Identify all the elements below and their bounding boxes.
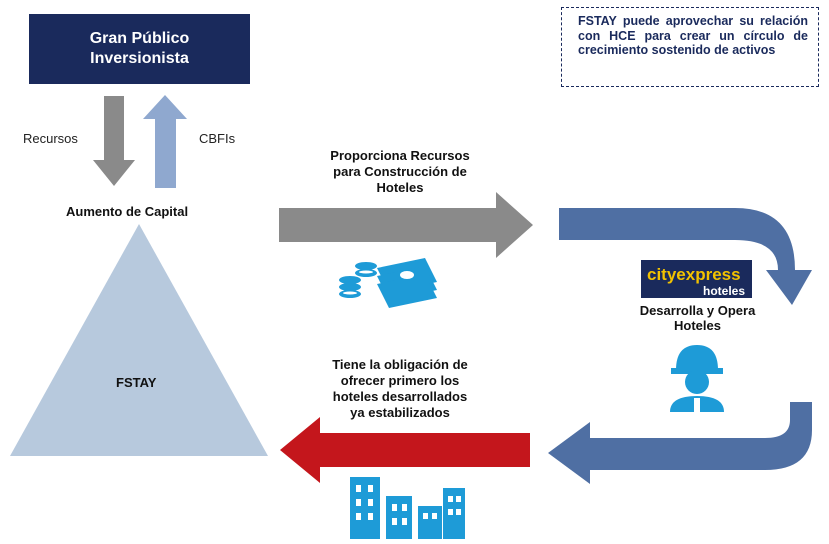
provides-line2: para Construcción de	[333, 164, 467, 179]
cbfis-label: CBFIs	[199, 131, 236, 146]
obligation-line3: hoteles desarrollados	[332, 389, 468, 404]
recursos-down-arrow	[93, 96, 135, 186]
cityexpress-logo-bottom: hoteles	[703, 284, 745, 298]
cityexpress-caption: Desarrolla y Opera Hoteles	[615, 303, 780, 333]
note-text: FSTAY puede aprovechar su relación con H…	[578, 14, 808, 57]
buildings-icon	[350, 477, 465, 539]
gran-publico-line2: Inversionista	[90, 50, 189, 67]
cityexpress-caption-line2: Hoteles	[674, 318, 721, 333]
aumento-capital-label: Aumento de Capital	[66, 204, 189, 219]
obligation-line2: ofrecer primero los	[340, 373, 460, 388]
cityexpress-caption-line1: Desarrolla y Opera	[639, 303, 756, 318]
worker-helmet-icon	[670, 345, 724, 412]
blue-curved-arrow-top	[559, 208, 812, 305]
cityexpress-logo: cityexpress hoteles	[641, 260, 752, 298]
gran-publico-box: Gran Público Inversionista	[29, 14, 250, 84]
provides-line1: Proporciona Recursos	[330, 148, 470, 163]
fstay-triangle	[10, 224, 268, 456]
provides-right-arrow	[279, 192, 533, 258]
recursos-label: Recursos	[23, 131, 78, 146]
money-stack-icon	[339, 258, 437, 308]
obligation-line1: Tiene la obligación de	[332, 357, 468, 372]
note-box: FSTAY puede aprovechar su relación con H…	[561, 7, 819, 87]
blue-curved-arrow-bottom	[548, 402, 812, 484]
obligation-label: Tiene la obligación de ofrecer primero l…	[300, 357, 500, 421]
obligation-left-arrow	[280, 417, 530, 483]
cityexpress-logo-top: cityexpress	[647, 265, 741, 284]
provides-line3: Hoteles	[376, 180, 424, 195]
obligation-line4: ya estabilizados	[350, 405, 450, 420]
fstay-label: FSTAY	[116, 375, 157, 390]
gran-publico-line1: Gran Público	[89, 30, 190, 47]
cbfis-up-arrow	[143, 95, 187, 188]
provides-resources-label: Proporciona Recursos para Construcción d…	[300, 148, 500, 196]
